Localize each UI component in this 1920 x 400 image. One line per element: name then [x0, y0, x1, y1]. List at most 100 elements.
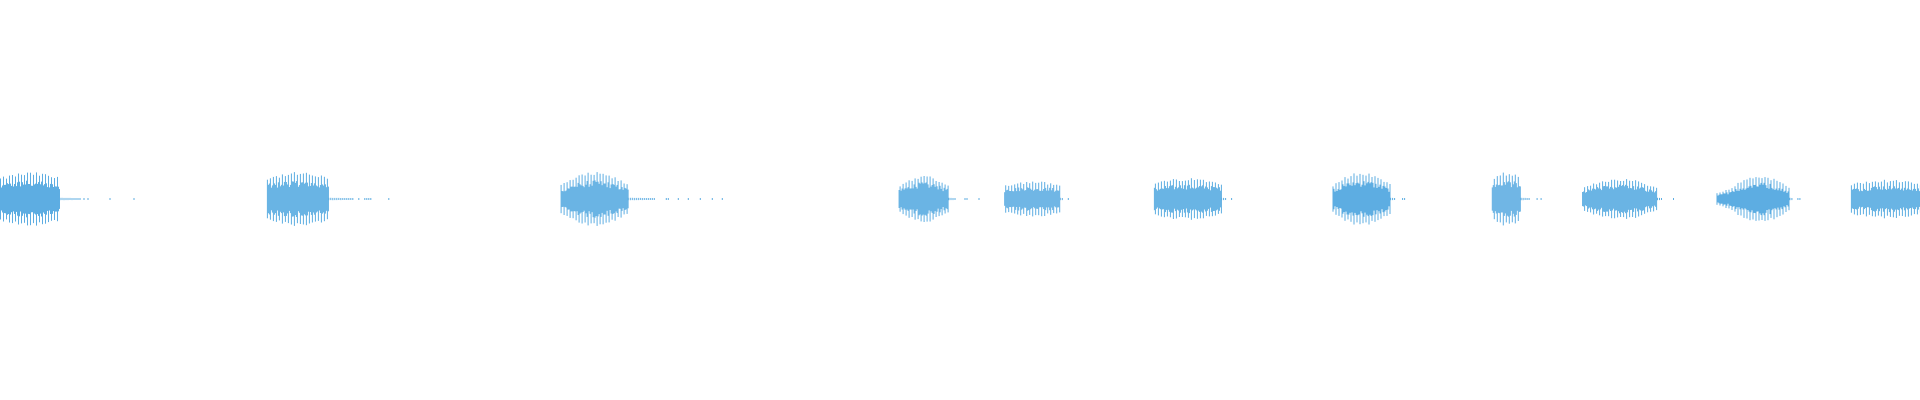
waveform-bar: [1727, 194, 1729, 204]
waveform-bar: [1178, 181, 1180, 217]
waveform-bar: [1343, 186, 1345, 212]
waveform-bar: [30, 172, 31, 226]
waveform-bar: [1898, 182, 1900, 216]
waveform-tail-sample: [330, 197, 332, 201]
waveform-bar: [1909, 189, 1911, 208]
waveform-bar: [1630, 188, 1632, 210]
waveform-bar: [1772, 189, 1774, 209]
waveform-tail-sample: [950, 197, 952, 201]
waveform-bar: [1031, 189, 1033, 209]
waveform-bar: [1864, 190, 1866, 208]
waveform-bar: [1214, 182, 1216, 216]
waveform-bar: [1182, 188, 1184, 210]
waveform-bar: [4, 184, 5, 214]
waveform-bar: [1364, 185, 1366, 213]
waveform-bar: [1611, 179, 1613, 219]
waveform-bar: [1180, 188, 1182, 210]
waveform-bar: [1621, 185, 1623, 212]
waveform-bar: [616, 184, 618, 213]
waveform-bar: [1059, 185, 1061, 213]
waveform-bar: [604, 183, 606, 215]
waveform-bar: [926, 176, 928, 222]
waveform-bar: [1219, 190, 1221, 208]
waveform-bar: [1918, 191, 1920, 207]
waveform-bar: [39, 175, 40, 223]
waveform-bar: [1006, 190, 1008, 208]
waveform-bar: [283, 181, 285, 217]
waveform-bar: [579, 184, 581, 214]
waveform-bar: [266, 179, 268, 219]
waveform-bar: [1513, 181, 1515, 217]
waveform-tail-sample: [368, 198, 370, 200]
waveform-bar: [1596, 184, 1598, 214]
waveform-bar: [2, 185, 3, 213]
waveform-bar: [593, 174, 595, 224]
waveform-tail-sample: [1540, 198, 1542, 200]
waveform-bar: [1620, 181, 1622, 217]
waveform-bar: [303, 183, 305, 215]
waveform-bar: [1168, 186, 1170, 212]
waveform-bar: [1153, 187, 1155, 211]
waveform-bar: [57, 176, 58, 222]
waveform-bar: [1895, 180, 1897, 218]
waveform-bar: [1851, 189, 1853, 209]
waveform-bar: [1740, 182, 1742, 216]
waveform-bar: [1640, 187, 1642, 211]
waveform-tail-sample: [1536, 198, 1538, 200]
waveform-bar: [1725, 190, 1727, 208]
waveform-bar: [911, 180, 913, 217]
waveform-tail-sample: [133, 198, 135, 200]
waveform-bar: [577, 182, 579, 215]
waveform-bar: [1190, 178, 1192, 220]
waveform-bar: [1763, 182, 1765, 216]
waveform-bar: [1778, 188, 1780, 210]
waveform-bar: [20, 186, 21, 212]
waveform-bar: [1736, 190, 1738, 208]
waveform-tail-sample: [1799, 198, 1801, 200]
waveform-tail-sample: [629, 197, 631, 201]
waveform-tail-sample: [336, 197, 338, 201]
waveform-bar: [1767, 177, 1769, 221]
waveform-bar: [1894, 188, 1896, 210]
waveform-bar: [944, 184, 946, 214]
waveform-bar: [1645, 190, 1647, 208]
waveform-bar: [1358, 183, 1360, 215]
waveform-bar: [1491, 187, 1493, 211]
waveform-bar: [1366, 183, 1368, 215]
waveform-bar: [293, 172, 295, 226]
waveform-tail-sample: [1394, 198, 1396, 200]
waveform-bar: [319, 185, 321, 213]
waveform-bar: [617, 181, 619, 217]
waveform-tail-sample: [370, 198, 372, 200]
waveform-bar: [1162, 188, 1164, 210]
waveform-bar: [1746, 179, 1748, 219]
waveform-bar: [1518, 186, 1520, 212]
waveform-bar: [1206, 187, 1208, 211]
waveform-bar: [48, 175, 49, 223]
waveform-bar: [1348, 183, 1350, 215]
waveform-bar: [1623, 180, 1625, 218]
waveform-bar: [589, 184, 591, 214]
waveform-bar: [1046, 190, 1048, 208]
waveform-bar: [1635, 180, 1637, 218]
waveform-bar: [42, 173, 43, 225]
waveform-bar: [1193, 180, 1195, 219]
waveform-tail-sample: [1661, 198, 1662, 200]
waveform-bar: [1362, 174, 1364, 224]
waveform-bar: [1210, 186, 1212, 212]
waveform-bar: [1211, 181, 1213, 217]
waveform-bar: [1207, 189, 1209, 209]
waveform-tail-sample: [1402, 198, 1404, 200]
waveform-bar: [563, 183, 565, 215]
waveform-bar: [1345, 186, 1347, 212]
waveform-bar: [288, 187, 290, 211]
waveform-tail-sample: [653, 198, 655, 200]
waveform-bar: [1583, 191, 1585, 207]
waveform-bar: [1651, 190, 1653, 208]
waveform-bar: [1739, 188, 1741, 210]
waveform-bar: [1743, 180, 1745, 218]
waveform-bar: [1200, 186, 1202, 212]
waveform-bar: [1913, 183, 1915, 215]
waveform-bar: [1582, 192, 1584, 207]
waveform-bar: [1646, 191, 1648, 207]
